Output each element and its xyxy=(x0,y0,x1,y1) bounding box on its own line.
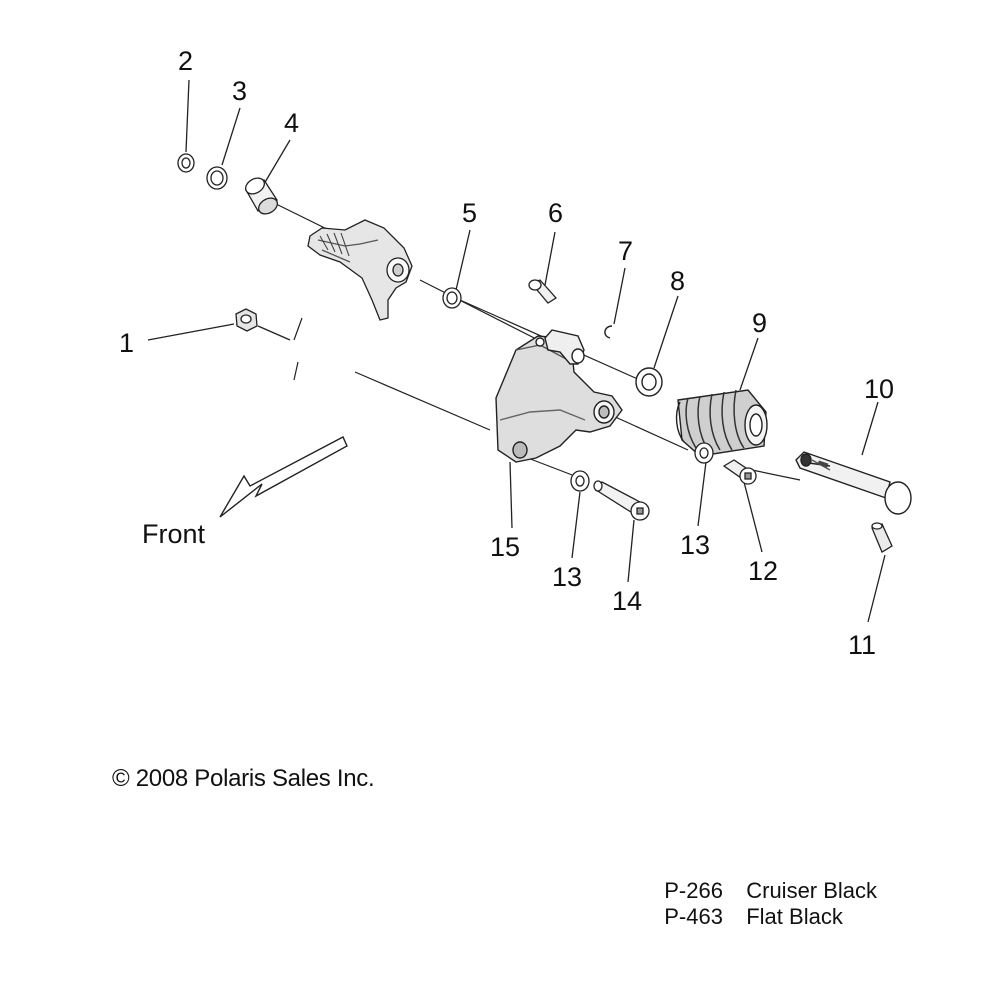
part-4-bushing xyxy=(245,177,278,215)
part-2-retaining-ring xyxy=(177,153,195,173)
callout-3: 3 xyxy=(232,76,247,106)
part-11-cotter-pin xyxy=(871,522,893,553)
front-arrow-icon xyxy=(219,436,348,518)
callout-8: 8 xyxy=(670,266,685,296)
callout-1: 1 xyxy=(119,328,134,358)
part-12-cap-screw xyxy=(722,459,757,485)
part-3-washer xyxy=(206,166,228,190)
callout-13-left: 13 xyxy=(552,562,582,592)
callout-4: 4 xyxy=(284,108,299,138)
part-5-washer xyxy=(442,287,462,309)
paint-name: Flat Black xyxy=(746,904,843,929)
part-14-shoulder-bolt xyxy=(593,480,650,521)
callout-13-right: 13 xyxy=(680,530,710,560)
callout-7: 7 xyxy=(618,236,633,266)
part-9-footpeg-rubber xyxy=(675,389,768,457)
part-6-pin xyxy=(528,279,557,304)
part-10-clevis-pin xyxy=(795,451,912,515)
part-7-e-clip xyxy=(604,325,613,339)
part-13-washer-right xyxy=(694,442,714,464)
paint-code: P-463 xyxy=(664,904,723,929)
leader-lines xyxy=(147,79,886,623)
paint-code-row: P-463 Flat Black xyxy=(652,878,843,930)
callout-11: 11 xyxy=(848,630,876,660)
part-1-nut xyxy=(235,308,258,332)
callout-labels: 2 3 4 1 5 6 7 8 9 10 15 13 14 13 12 11 xyxy=(119,46,894,660)
paint-code-row: P-266 Cruiser Black xyxy=(652,852,877,904)
callout-2: 2 xyxy=(178,46,193,76)
callout-14: 14 xyxy=(612,586,642,616)
part-15-bracket xyxy=(495,329,623,463)
callout-9: 9 xyxy=(752,308,767,338)
paint-code: P-266 xyxy=(664,878,723,903)
front-direction-label: Front xyxy=(142,519,206,549)
part-8-washer xyxy=(635,367,663,397)
part-13-washer-left xyxy=(570,470,590,492)
callout-5: 5 xyxy=(462,198,477,228)
callout-6: 6 xyxy=(548,198,563,228)
callout-10: 10 xyxy=(864,374,894,404)
paint-name: Cruiser Black xyxy=(746,878,878,903)
callout-12: 12 xyxy=(748,556,778,586)
shift-lever-arm xyxy=(307,219,413,321)
callout-15: 15 xyxy=(490,532,520,562)
copyright-notice: © 2008 Polaris Sales Inc. xyxy=(112,765,375,792)
